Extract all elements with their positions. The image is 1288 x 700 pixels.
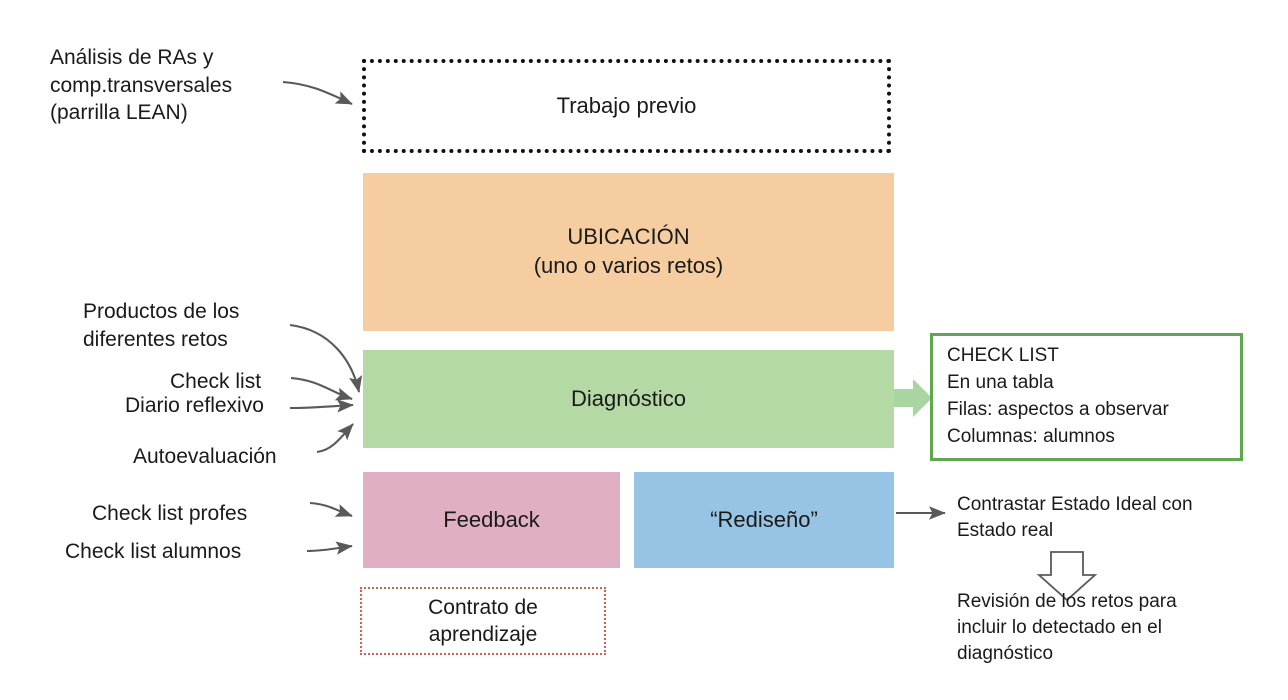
label-check-list-profes: Check list profes <box>92 502 248 525</box>
arrow-analisis-to-trabajo-previo <box>282 80 353 105</box>
check-list-line-3: Filas: aspectos a observar <box>947 399 1169 420</box>
box-ubicacion[interactable]: UBICACIÓN (uno o varios retos) <box>363 173 894 331</box>
label-productos-retos: Productos de los diferentes retos <box>83 300 240 351</box>
box-contrato-line-1: Contrato de <box>428 595 538 619</box>
arrow-autoevaluacion-to-diagnostico <box>316 423 354 454</box>
box-ubicacion-subtitle: (uno o varios retos) <box>533 253 724 278</box>
box-contrato-aprendizaje[interactable]: Contrato de aprendizaje <box>360 587 606 655</box>
arrow-alumnos-to-feedback <box>306 541 353 555</box>
label-diario-reflexivo: Diario reflexivo <box>125 394 264 417</box>
arrow-checklist-to-diagnostico <box>290 376 353 401</box>
box-ubicacion-title: UBICACIÓN <box>567 224 690 250</box>
box-feedback[interactable]: Feedback <box>363 472 620 568</box>
arrow-diagnostico-to-checklist <box>894 379 932 417</box>
box-diagnostico[interactable]: Diagnóstico <box>363 350 894 448</box>
check-list-line-4: Columnas: alumnos <box>947 425 1115 447</box>
box-redisenio-label: “Rediseño” <box>710 506 818 532</box>
box-check-list[interactable]: CHECK LIST En una tabla Filas: aspectos … <box>930 333 1243 461</box>
check-list-line-2: En una tabla <box>947 372 1054 394</box>
label-contrastar-estado: Contrastar Estado Ideal con Estado real <box>957 494 1193 542</box>
label-check-list: Check list <box>170 370 262 393</box>
check-list-title: CHECK LIST <box>947 345 1059 367</box>
label-check-list-alumnos: Check list alumnos <box>65 540 242 563</box>
arrow-productos-to-diagnostico <box>289 323 363 393</box>
box-trabajo-previo[interactable]: Trabajo previo <box>362 59 891 153</box>
arrow-diario-to-diagnostico <box>289 399 354 413</box>
box-feedback-label: Feedback <box>443 506 540 532</box>
label-autoevaluacion: Autoevaluación <box>133 445 277 468</box>
box-diagnostico-label: Diagnóstico <box>571 385 686 411</box>
box-contrato-line-2: aprendizaje <box>428 623 538 646</box>
box-trabajo-previo-label: Trabajo previo <box>556 92 697 118</box>
arrow-profes-to-feedback <box>309 501 353 517</box>
label-revision-retos: Revisión de los retos para incluir lo de… <box>957 591 1177 665</box>
label-analisis-ras: Análisis de RAs y comp.transversales (pa… <box>50 46 233 125</box>
box-redisenio[interactable]: “Rediseño” <box>634 472 894 568</box>
